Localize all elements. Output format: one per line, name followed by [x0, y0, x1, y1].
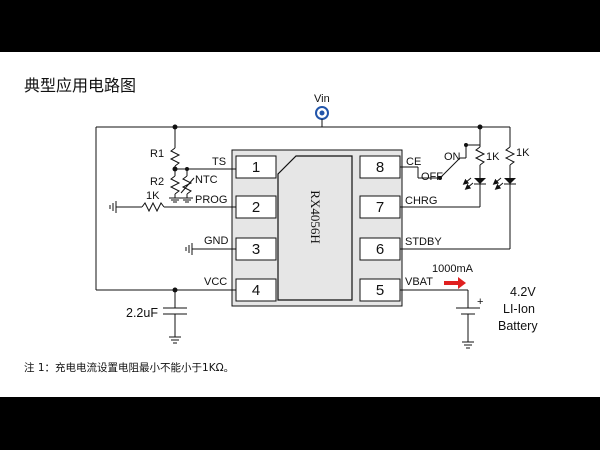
led-resistor-1-label: 1K	[486, 151, 500, 163]
pin-box-1	[235, 155, 277, 179]
pin-number-5: 5	[376, 282, 384, 299]
chip-die-outline	[277, 155, 353, 301]
current-label: 1000mA	[432, 263, 474, 275]
r1-label: R1	[150, 148, 164, 160]
pin-number-4: 4	[252, 282, 260, 299]
led-chrg-icon	[474, 178, 486, 184]
schematic-sheet: 典型应用电路图 RX4056H 1 2 3 4 8 7 6 5 TS PROG	[0, 52, 600, 397]
pin-name-ts: TS	[212, 156, 226, 168]
pin-name-chrg: CHRG	[405, 195, 437, 207]
pin-name-gnd: GND	[204, 235, 229, 247]
current-arrow-icon	[444, 277, 466, 289]
switch-on-label: ON	[444, 151, 461, 163]
pin-name-stdby: STDBY	[405, 236, 442, 248]
capacitor-label: 2.2uF	[126, 306, 158, 320]
led-resistor-2-label: 1K	[516, 147, 530, 159]
wires	[95, 119, 516, 349]
vin-label: Vin	[314, 93, 330, 105]
pin-number-1: 1	[252, 159, 260, 176]
pin-name-ce: CE	[406, 156, 421, 168]
pin-number-7: 7	[376, 199, 384, 216]
pin-number-6: 6	[376, 241, 384, 258]
ntc-label: NTC	[195, 174, 218, 186]
battery-word-label: Battery	[498, 319, 538, 333]
pin-name-prog: PROG	[195, 194, 227, 206]
vin-node-center	[319, 110, 325, 116]
circuit-schematic: RX4056H 1 2 3 4 8 7 6 5 TS PROG GND VCC …	[95, 93, 538, 349]
chip-name: RX4056H	[308, 190, 323, 243]
pin-number-3: 3	[252, 241, 260, 258]
pin-name-vcc: VCC	[204, 276, 227, 288]
pin-number-8: 8	[376, 159, 384, 176]
page-title: 典型应用电路图	[24, 76, 137, 95]
battery-voltage-label: 4.2V	[510, 285, 536, 299]
switch-off-label: OFF	[421, 171, 443, 183]
footnote: 注 1：充电电流设置电阻最小不能小于1KΩ。	[24, 362, 235, 374]
pin-number-2: 2	[252, 199, 260, 216]
battery-type-label: LI-Ion	[503, 302, 535, 316]
battery-plus-sign: +	[477, 296, 483, 308]
pin-name-vbat: VBAT	[405, 276, 433, 288]
junction-dots	[172, 124, 483, 293]
r2-label: R2	[150, 176, 164, 188]
prog-resistor-label: 1K	[146, 190, 160, 202]
led-stdby-icon	[504, 178, 516, 184]
